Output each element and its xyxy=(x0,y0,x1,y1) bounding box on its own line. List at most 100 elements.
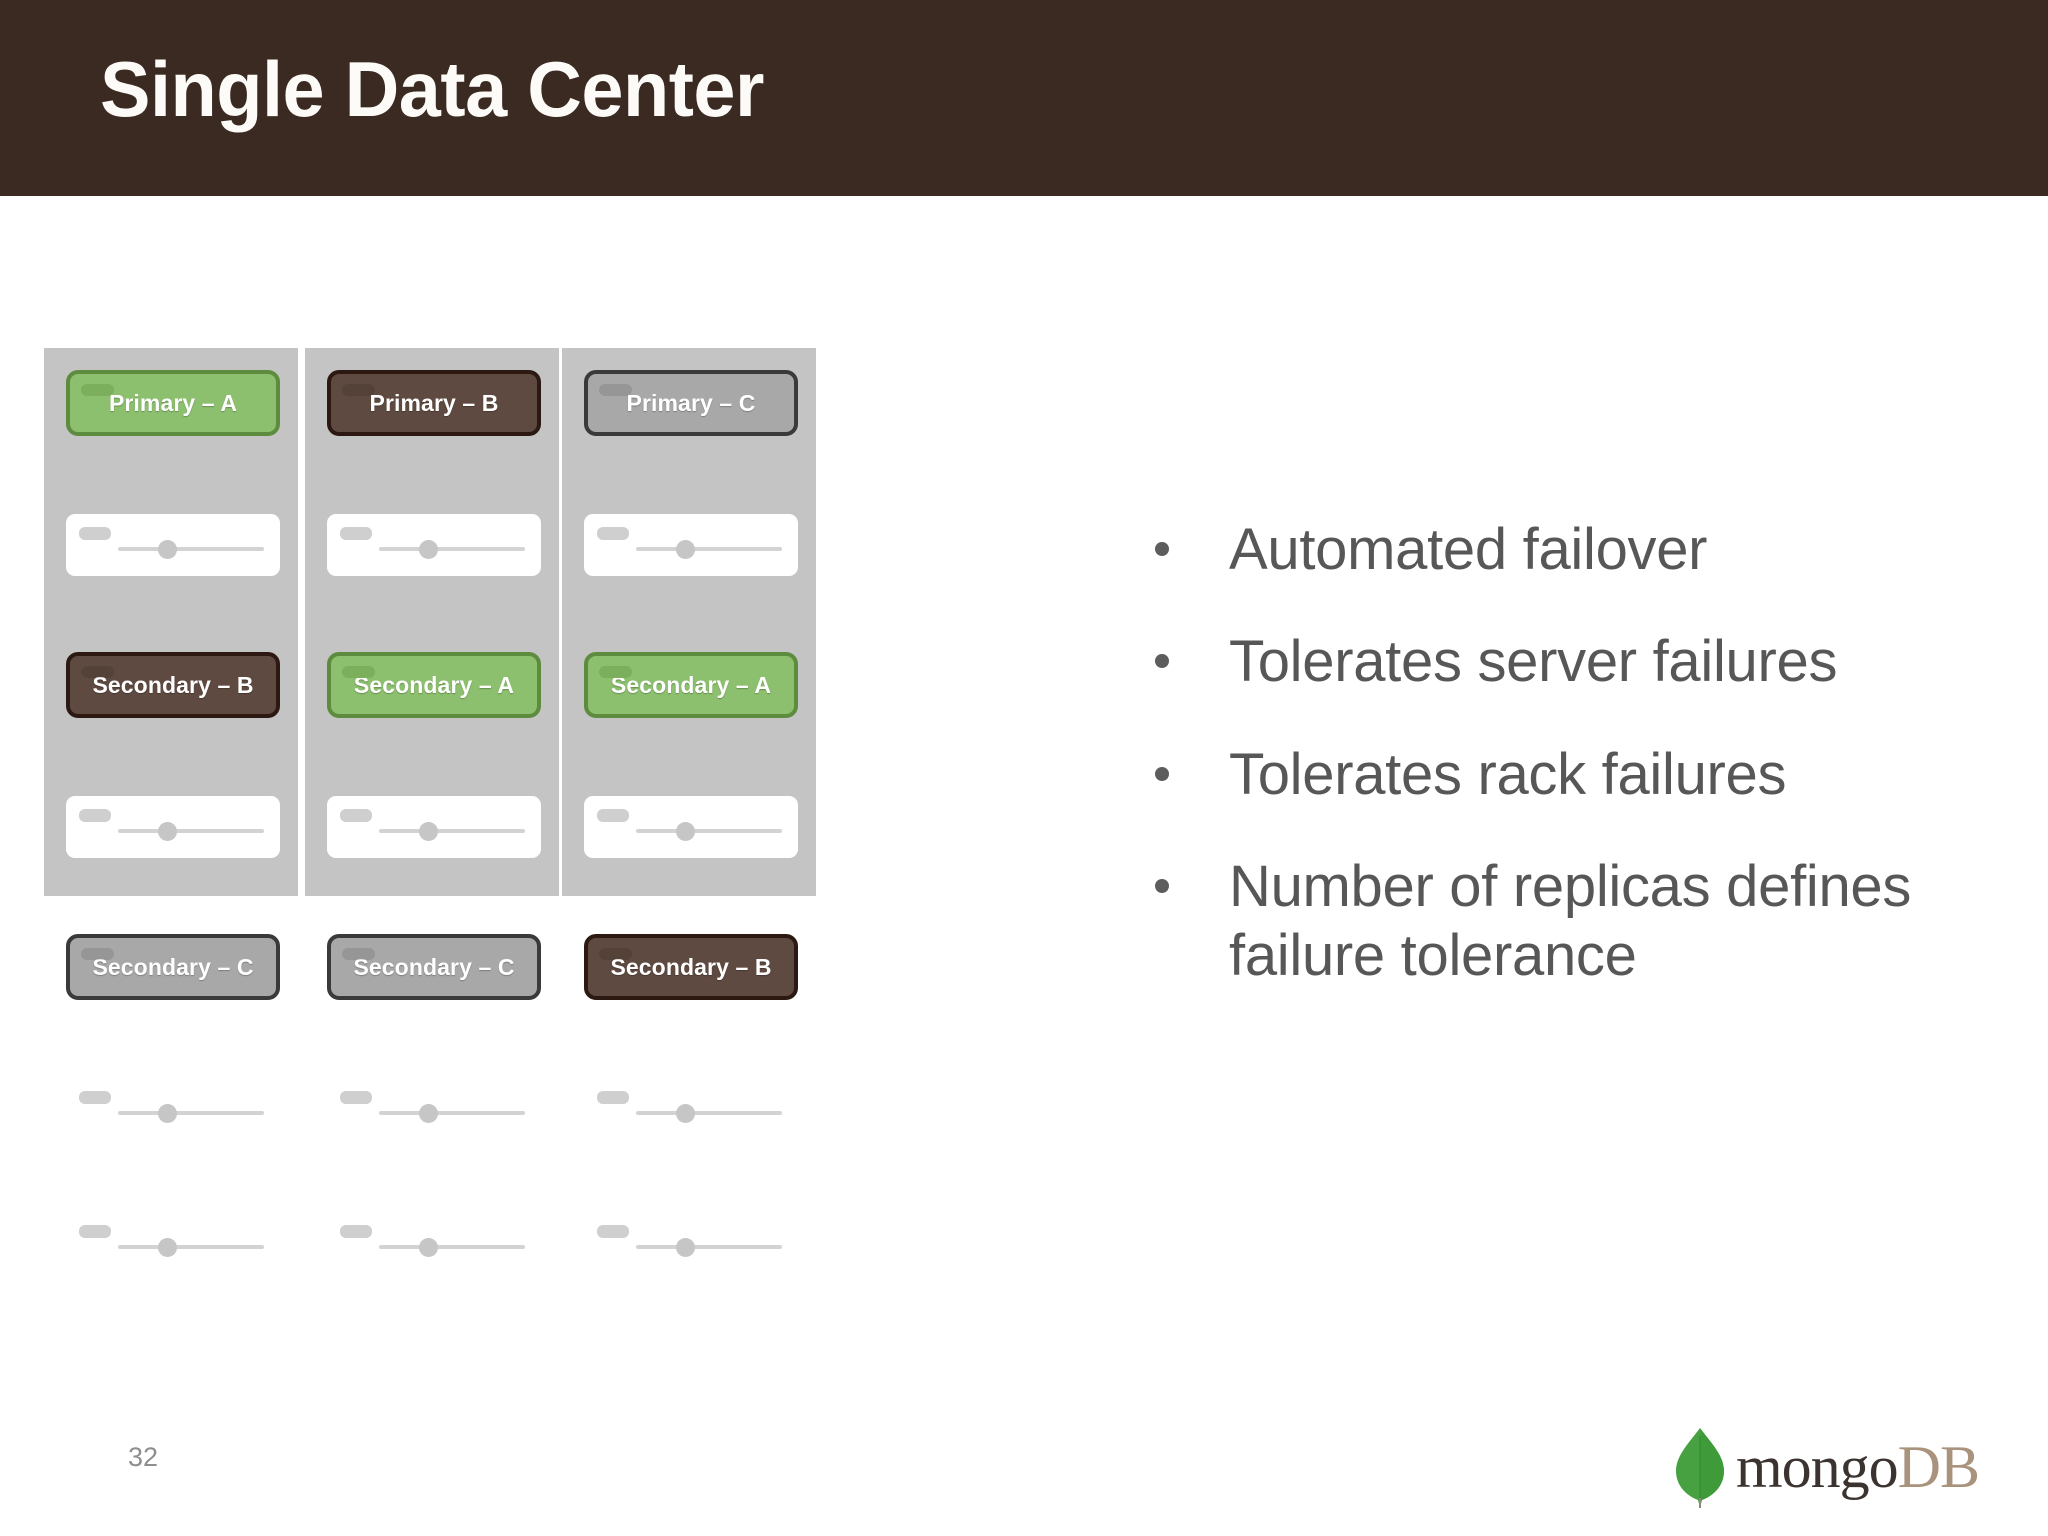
slide-header-bar: Single Data Center xyxy=(0,0,2048,196)
slot-slider-track xyxy=(636,829,782,833)
mongodb-logo: mongoDB xyxy=(1672,1425,1980,1509)
bullet-item: Tolerates server failures xyxy=(1155,628,1965,696)
slot-tab-icon xyxy=(340,1091,372,1104)
wordmark-mongo: mongo xyxy=(1736,1434,1899,1500)
slot-slider-track xyxy=(636,547,782,551)
slot-slider-track xyxy=(118,547,264,551)
slot-tab-icon xyxy=(597,527,629,540)
rack-slot-empty[interactable] xyxy=(327,796,541,858)
rack-node-gray[interactable]: Secondary – C xyxy=(66,934,280,1000)
node-tab-icon xyxy=(599,948,632,960)
rack-node-label: Secondary – A xyxy=(610,671,772,698)
rack-node-label: Primary – C xyxy=(626,389,756,416)
rack-slot-empty[interactable] xyxy=(327,1078,541,1140)
slot-slider-track xyxy=(379,829,525,833)
rack-node-brown[interactable]: Secondary – B xyxy=(66,652,280,718)
rack-node-label: Primary – B xyxy=(369,389,499,416)
slot-tab-icon xyxy=(340,809,372,822)
rack-slot-empty[interactable] xyxy=(66,1078,280,1140)
bullet-item: Tolerates rack failures xyxy=(1155,741,1965,809)
page-number: 32 xyxy=(128,1442,159,1472)
slot-slider-track xyxy=(379,1245,525,1249)
slot-slider-knob[interactable] xyxy=(158,1104,177,1123)
rack-node-gray[interactable]: Secondary – C xyxy=(327,934,541,1000)
rack-node-green[interactable]: Secondary – A xyxy=(584,652,798,718)
rack-node-label: Secondary – B xyxy=(610,953,772,980)
slot-slider-track xyxy=(636,1111,782,1115)
rack-node-brown[interactable]: Primary – B xyxy=(327,370,541,436)
node-tab-icon xyxy=(599,384,632,396)
bullet-item: Automated failover xyxy=(1155,516,1965,584)
node-tab-icon xyxy=(81,384,114,396)
slot-slider-knob[interactable] xyxy=(676,1104,695,1123)
slot-slider-knob[interactable] xyxy=(676,1238,695,1257)
slot-slider-knob[interactable] xyxy=(158,1238,177,1257)
rack-slot-empty[interactable] xyxy=(66,514,280,576)
rack-node-label: Secondary – A xyxy=(353,671,515,698)
slot-tab-icon xyxy=(597,1091,629,1104)
rack-node-green[interactable]: Secondary – A xyxy=(327,652,541,718)
rack-slot-empty[interactable] xyxy=(584,514,798,576)
slot-tab-icon xyxy=(340,1225,372,1238)
rack-node-brown[interactable]: Secondary – B xyxy=(584,934,798,1000)
node-tab-icon xyxy=(342,948,375,960)
slot-tab-icon xyxy=(79,1091,111,1104)
bullet-dot-icon xyxy=(1155,542,1169,556)
rack-node-gray[interactable]: Primary – C xyxy=(584,370,798,436)
node-tab-icon xyxy=(81,948,114,960)
rack-node-green[interactable]: Primary – A xyxy=(66,370,280,436)
rack-slot-empty[interactable] xyxy=(66,796,280,858)
slot-tab-icon xyxy=(597,809,629,822)
rack-1: Primary – A Secondary – B Secondary – C xyxy=(44,348,298,1274)
node-tab-icon xyxy=(599,666,632,678)
rack-slot-empty[interactable] xyxy=(327,514,541,576)
slot-tab-icon xyxy=(79,527,111,540)
rack-slot-empty[interactable] xyxy=(66,1212,280,1274)
slot-slider-track xyxy=(118,1111,264,1115)
rack-node-label: Secondary – C xyxy=(353,953,515,980)
slot-slider-knob[interactable] xyxy=(676,822,695,841)
slot-slider-knob[interactable] xyxy=(419,822,438,841)
rack-node-label: Primary – A xyxy=(108,389,238,416)
mongodb-wordmark: mongoDB xyxy=(1736,1434,1980,1500)
page-title: Single Data Center xyxy=(100,45,764,133)
slot-tab-icon xyxy=(340,527,372,540)
mongodb-leaf-icon xyxy=(1676,1428,1724,1508)
bullet-text: Tolerates server failures xyxy=(1229,629,1838,695)
rack-slot-empty[interactable] xyxy=(327,1212,541,1274)
slot-slider-knob[interactable] xyxy=(419,1104,438,1123)
rack-slot-empty[interactable] xyxy=(584,1078,798,1140)
rack-slot-empty[interactable] xyxy=(584,1212,798,1274)
slot-slider-track xyxy=(118,1245,264,1249)
slot-slider-knob[interactable] xyxy=(419,540,438,559)
bullet-dot-icon xyxy=(1155,879,1169,894)
node-tab-icon xyxy=(81,666,114,678)
bullet-dot-icon xyxy=(1155,654,1169,669)
rack-node-label: Secondary – B xyxy=(92,671,254,698)
rack-3: Primary – C Secondary – A Secondary – B xyxy=(562,348,816,1274)
rack-slot-empty[interactable] xyxy=(584,796,798,858)
wordmark-db: DB xyxy=(1897,1434,1980,1500)
slot-tab-icon xyxy=(79,1225,111,1238)
slot-tab-icon xyxy=(597,1225,629,1238)
slot-slider-knob[interactable] xyxy=(158,822,177,841)
slot-slider-track xyxy=(379,1111,525,1115)
slot-slider-track xyxy=(636,1245,782,1249)
slot-slider-track xyxy=(379,547,525,551)
node-tab-icon xyxy=(342,384,375,396)
slot-slider-knob[interactable] xyxy=(419,1238,438,1257)
rack-node-label: Secondary – C xyxy=(92,953,254,980)
bullet-text: Automated failover xyxy=(1229,517,1708,582)
slot-slider-knob[interactable] xyxy=(676,540,695,559)
slot-slider-knob[interactable] xyxy=(158,540,177,559)
bullet-text: Number of replicas defines failure toler… xyxy=(1229,854,1912,988)
slot-tab-icon xyxy=(79,809,111,822)
bullet-item: Number of replicas defines failure toler… xyxy=(1155,853,1965,990)
bullet-dot-icon xyxy=(1155,766,1169,781)
node-tab-icon xyxy=(342,666,375,678)
bullet-text: Tolerates rack failures xyxy=(1229,741,1787,807)
slot-slider-track xyxy=(118,829,264,833)
rack-2: Primary – B Secondary – A Secondary – C xyxy=(305,348,559,1274)
